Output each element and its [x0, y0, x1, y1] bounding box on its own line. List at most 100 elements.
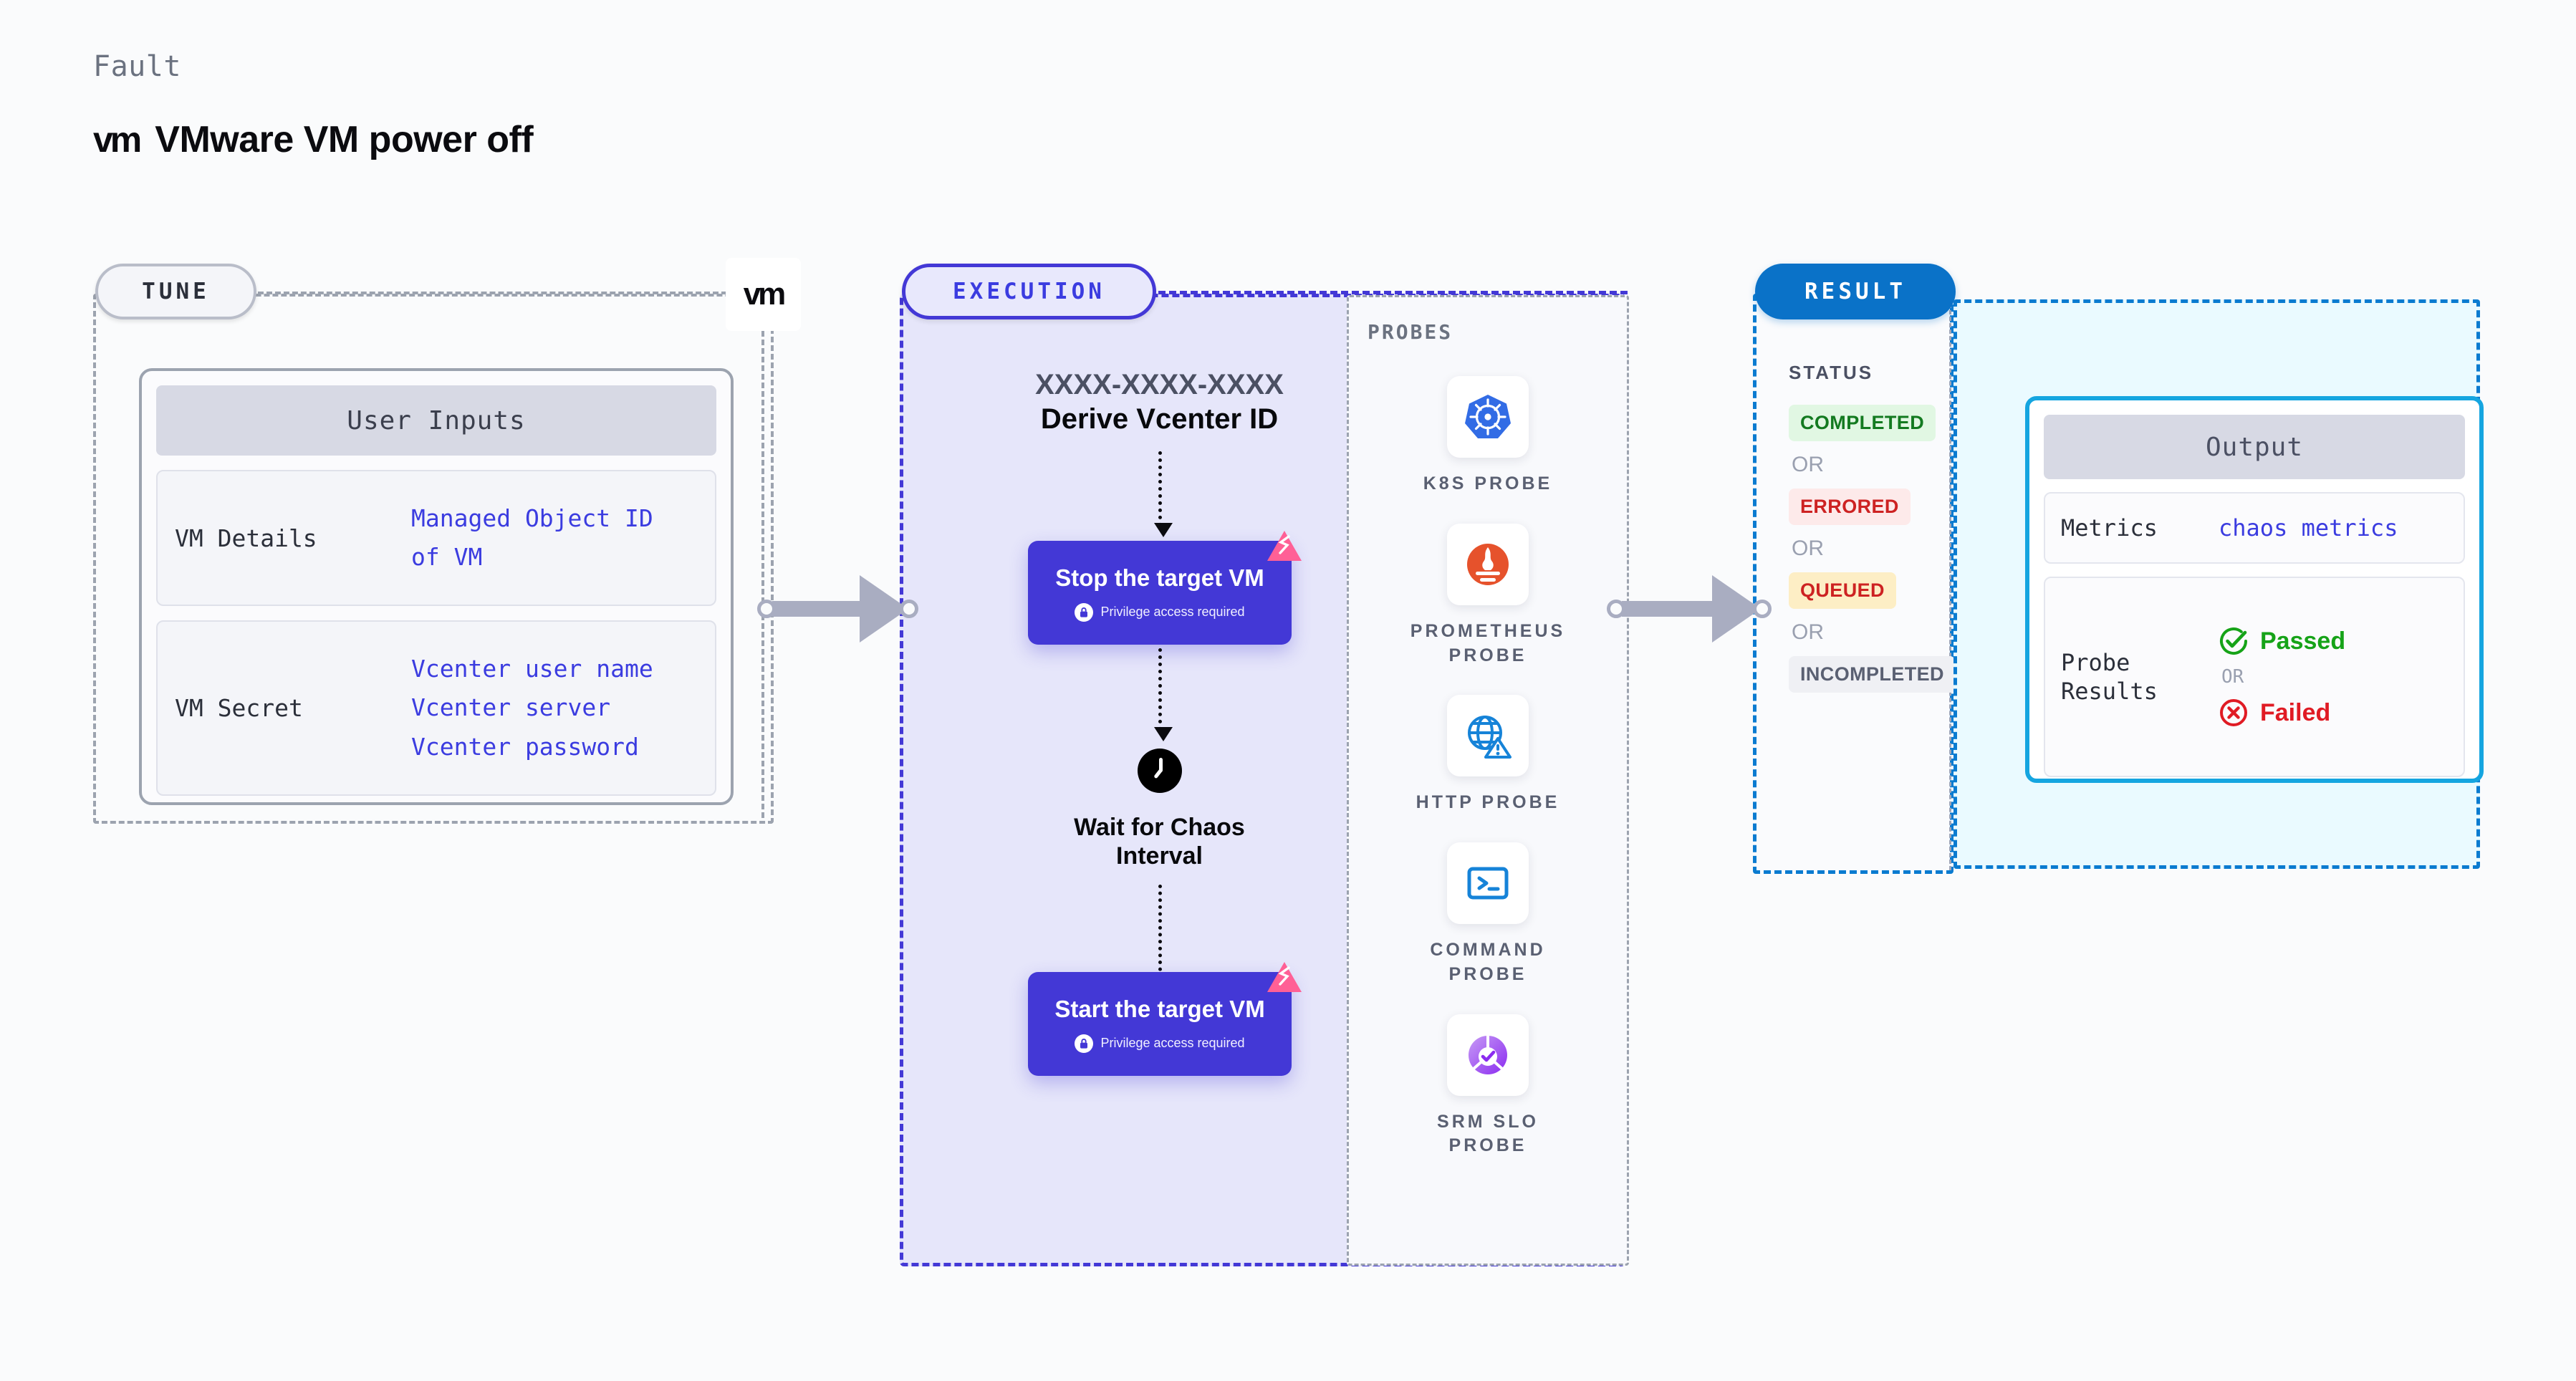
output-row-key: Metrics	[2061, 514, 2158, 542]
connector-execution-to-result	[1607, 573, 1772, 645]
srm-slo-icon	[1469, 1035, 1507, 1074]
connector-tune-to-execution	[757, 573, 918, 645]
result-inner-divider	[1949, 297, 1951, 870]
http-globe-warning-icon	[1467, 716, 1512, 759]
probes-panel: PROBES	[1347, 295, 1629, 1266]
chaos-id-text: XXXX-XXXX-XXXX	[1035, 369, 1284, 400]
execution-section-pill[interactable]: EXECUTION	[902, 264, 1156, 319]
probe-label: COMMAND PROBE	[1430, 940, 1546, 984]
lock-icon	[1075, 1034, 1094, 1053]
step-note-text: Privilege access required	[1100, 1036, 1245, 1050]
input-value: of VM	[411, 543, 483, 571]
output-row-key: Probe Results	[2061, 649, 2158, 705]
status-badge-completed: COMPLETED	[1789, 405, 1936, 441]
output-panel: Output Metrics chaos metrics Probe Resul…	[1953, 299, 2484, 869]
metrics-link[interactable]: chaos metrics	[2219, 514, 2398, 542]
status-badge-queued: QUEUED	[1789, 572, 1896, 609]
step-start-target-vm[interactable]: Start the target VM Privilege access req…	[1028, 962, 1302, 1076]
tune-panel: User Inputs VM Details Managed Object ID…	[93, 294, 774, 824]
input-value: Vcenter server	[411, 693, 611, 722]
flow-arrow-3	[1154, 885, 1173, 996]
input-row-vm-secret[interactable]: VM Secret Vcenter user name Vcenter serv…	[156, 620, 716, 796]
check-circle-icon	[2220, 627, 2247, 655]
verdict-or: OR	[2221, 666, 2244, 688]
input-row-values: Managed Object ID of VM	[411, 504, 653, 572]
step-title: Stop the target VM	[1055, 564, 1264, 591]
probe-tile	[1447, 1014, 1529, 1096]
step-stop-target-vm[interactable]: Stop the target VM Privilege access requ…	[1028, 531, 1302, 645]
probe-verdicts: Passed OR Failed	[2219, 626, 2345, 728]
litmus-chaos-icon	[1267, 962, 1302, 992]
execution-connector-line	[1158, 291, 1628, 294]
step-note-text: Privilege access required	[1100, 605, 1245, 619]
probe-label: K8S PROBE	[1423, 473, 1553, 494]
result-section-pill[interactable]: RESULT	[1755, 264, 1956, 319]
input-value: Vcenter password	[411, 732, 639, 761]
status-or: OR	[1792, 620, 1824, 644]
probe-item-srm-slo[interactable]: SRM SLO PROBE	[1409, 1014, 1567, 1159]
status-or: OR	[1792, 453, 1824, 476]
step-privilege-note: Privilege access required	[1075, 1034, 1245, 1053]
input-row-vm-details[interactable]: VM Details Managed Object ID of VM	[156, 470, 716, 606]
probe-tile	[1447, 842, 1529, 924]
verdict-passed: Passed	[2219, 626, 2345, 656]
step-privilege-note: Privilege access required	[1075, 602, 1245, 622]
status-list: COMPLETED OR ERRORED OR QUEUED OR INCOMP…	[1789, 405, 1956, 693]
tune-connector-line	[258, 292, 727, 294]
probe-label: PROMETHEUS PROBE	[1410, 620, 1566, 665]
output-row-metrics[interactable]: Metrics chaos metrics	[2044, 492, 2465, 564]
page-title: VMware VM power off	[155, 119, 534, 160]
tune-section-pill[interactable]: TUNE	[95, 264, 256, 319]
derive-vcenter-id-label: Derive Vcenter ID	[1040, 403, 1279, 435]
input-row-values: Vcenter user name Vcenter server Vcenter…	[411, 655, 653, 761]
litmus-chaos-icon	[1267, 531, 1302, 561]
connector-arrowhead	[1712, 575, 1761, 643]
output-card: Output Metrics chaos metrics Probe Resul…	[2025, 396, 2484, 783]
status-badge-errored: ERRORED	[1789, 489, 1911, 525]
input-row-key: VM Details	[175, 524, 317, 552]
probe-label: SRM SLO PROBE	[1437, 1111, 1539, 1156]
connector-end-node	[1753, 600, 1772, 618]
flow-arrow-1	[1154, 451, 1173, 537]
lock-icon	[1075, 602, 1094, 622]
step-title: Start the target VM	[1054, 995, 1265, 1022]
prometheus-icon	[1467, 543, 1509, 585]
probe-label: HTTP PROBE	[1416, 792, 1560, 813]
x-circle-icon	[2220, 699, 2247, 726]
probe-tile	[1446, 376, 1529, 458]
probe-item-k8s[interactable]: K8S PROBE	[1423, 376, 1552, 496]
probes-section-label: PROBES	[1368, 320, 1453, 344]
status-badge-incompleted: INCOMPLETED	[1789, 656, 1956, 693]
connector-shaft	[1622, 601, 1716, 617]
input-value: Vcenter user name	[411, 655, 653, 683]
probe-item-prometheus[interactable]: PROMETHEUS PROBE	[1409, 523, 1567, 668]
vmware-badge-icon: vm	[726, 258, 801, 331]
probe-tile	[1446, 695, 1529, 777]
page-kicker: Fault	[93, 50, 181, 83]
input-value: Managed Object ID	[411, 504, 653, 532]
probe-tile	[1447, 523, 1529, 605]
output-row-probe-results[interactable]: Probe Results Passed OR	[2044, 577, 2465, 777]
tune-connector-vertical	[761, 331, 764, 818]
input-row-key: VM Secret	[175, 694, 303, 722]
wait-for-chaos-interval-label: Wait for Chaos Interval	[1074, 814, 1245, 870]
connector-end-node	[900, 600, 918, 618]
kubernetes-icon	[1464, 395, 1511, 438]
user-inputs-card: User Inputs VM Details Managed Object ID…	[139, 368, 734, 805]
flow-arrow-2	[1154, 648, 1173, 741]
verdict-label: Passed	[2260, 627, 2346, 655]
status-label: STATUS	[1789, 362, 1874, 383]
result-panel: STATUS COMPLETED OR ERRORED OR QUEUED OR…	[1753, 294, 1956, 874]
output-title: Output	[2044, 415, 2465, 479]
user-inputs-title: User Inputs	[156, 385, 716, 456]
probes-list: K8S PROBE PROMETHEUS PROBE	[1349, 376, 1627, 1158]
clock-icon	[1138, 749, 1182, 793]
verdict-label: Failed	[2260, 698, 2331, 726]
probe-item-command[interactable]: COMMAND PROBE	[1409, 842, 1567, 987]
probe-item-http[interactable]: HTTP PROBE	[1416, 695, 1560, 815]
vmware-logo-icon: vm	[93, 120, 142, 160]
connector-shaft	[772, 601, 864, 617]
status-or: OR	[1792, 536, 1824, 560]
page-title-row: vm VMware VM power off	[93, 118, 534, 161]
